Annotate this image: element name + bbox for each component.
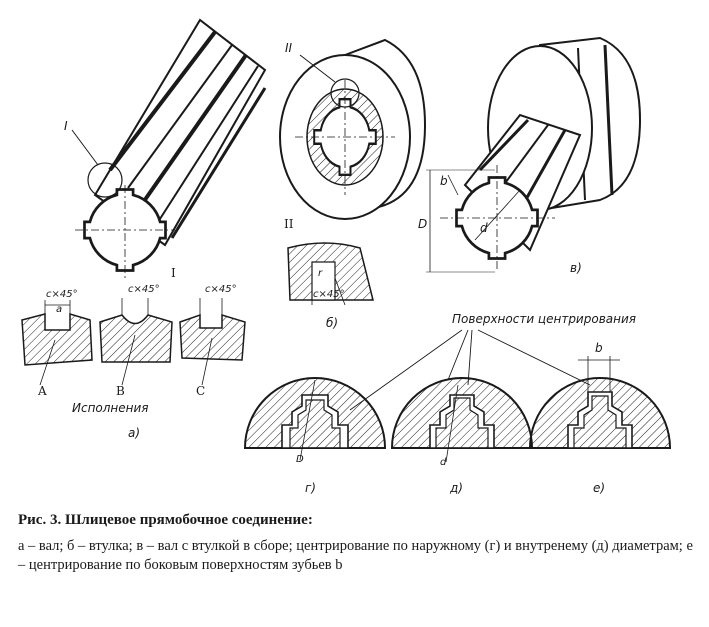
variant-c-label: C [196, 384, 205, 398]
detail-two-header: II [284, 217, 294, 231]
dimension-d-section: d [440, 457, 447, 468]
dimension-b-assembly: b [440, 174, 448, 188]
variant-a-section [21, 300, 93, 386]
variants-caption: Исполнения [72, 401, 149, 415]
detail-one-header: I [171, 266, 176, 280]
dimension-d-assembly: d [480, 221, 488, 235]
panel-label-b: б) [326, 316, 338, 330]
chamfer-label-a: c×45° [46, 289, 78, 300]
panel-label-d: д) [449, 481, 463, 495]
variant-c-section [179, 298, 246, 386]
panel-label-a: а) [128, 426, 140, 440]
section-d [390, 377, 534, 463]
figure-caption: Рис. 3. Шлицевое прямобочное соединение:… [18, 512, 693, 575]
dimension-a: a [56, 304, 62, 315]
section-g [243, 377, 387, 461]
section-e [528, 356, 672, 449]
shaft-drawing [71, 18, 267, 280]
panel-label-e: е) [593, 481, 605, 495]
variant-b-label: B [116, 384, 125, 398]
dimension-b-section: b [595, 341, 603, 355]
caption-body: а – вал; б – втулка; в – вал с втулкой в… [18, 538, 693, 573]
variant-b-section [99, 298, 173, 386]
assembly-drawing [426, 36, 642, 273]
dimension-D-assembly: D [418, 217, 427, 231]
chamfer-label-c: c×45° [205, 284, 237, 295]
detail-two-section [287, 242, 374, 306]
radius-label: r [318, 268, 323, 279]
centering-surfaces-label: Поверхности центрирования [452, 312, 636, 326]
centering-leader-lines [349, 329, 591, 411]
caption-title: Рис. 3. Шлицевое прямобочное соединение: [18, 512, 313, 528]
hub-drawing [279, 38, 427, 220]
variant-a-label: A [37, 384, 47, 398]
chamfer-label-b: c×45° [128, 284, 160, 295]
callout-detail-one: I [64, 119, 68, 133]
panel-label-g: г) [305, 481, 316, 495]
panel-label-v: в) [570, 261, 582, 275]
dimension-D-section: D [296, 454, 304, 465]
callout-detail-two: II [285, 41, 293, 55]
chamfer-label-detail-two: c×45° [313, 289, 345, 300]
spline-joint-figure: I c×45° a A c×45° B I c×45° C Исполнения… [21, 18, 672, 495]
